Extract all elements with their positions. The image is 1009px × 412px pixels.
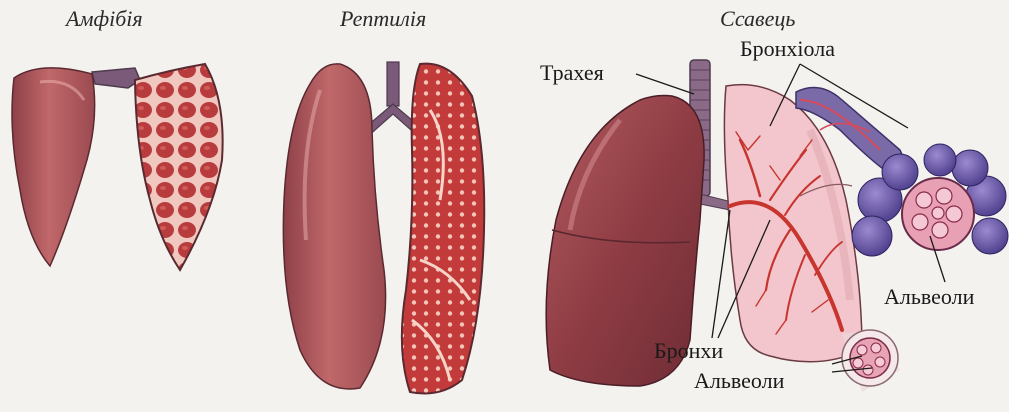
label-trachea: Трахея — [540, 60, 604, 86]
label-alveoli-right: Альвеоли — [884, 284, 974, 310]
caption-reptile: Рептилія — [340, 6, 426, 32]
mammal-lungs — [546, 60, 1008, 392]
amphibian-trachea — [92, 68, 140, 88]
label-bronchiole: Бронхіола — [740, 36, 835, 62]
caption-amphibian: Амфібія — [66, 6, 143, 32]
label-alveoli-bottom: Альвеоли — [694, 368, 784, 394]
reptile-trachea — [387, 62, 399, 106]
alveoli-magnified — [842, 330, 900, 392]
reptile-left-lung — [283, 64, 385, 389]
amphibian-lungs — [12, 64, 223, 270]
reptile-lungs — [283, 62, 484, 394]
caption-mammal: Ссавець — [720, 6, 795, 32]
amphibian-right-lung — [135, 64, 223, 270]
label-bronchi: Бронхи — [654, 338, 723, 364]
reptile-right-lung — [402, 64, 484, 394]
